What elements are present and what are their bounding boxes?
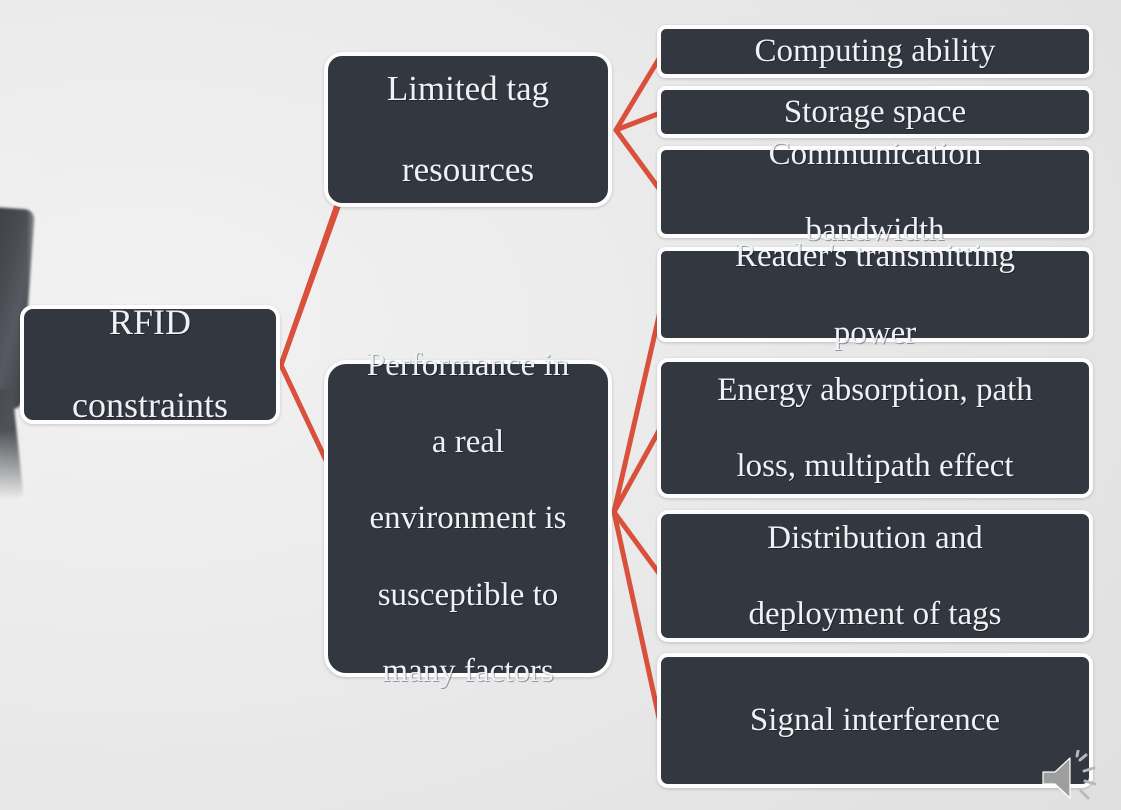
node-branch-1-line4: susceptible to xyxy=(377,576,559,613)
node-communication-bandwidth[interactable]: Communication bandwidth xyxy=(657,136,1093,248)
connector-root-up xyxy=(278,179,350,368)
leaf-0-line1: Computing ability xyxy=(754,33,996,70)
leaf-2-line1: Communication xyxy=(768,135,982,172)
leaf-4-line2: loss, multipath effect xyxy=(736,448,1014,485)
node-limited-tag-resources[interactable]: Limited tag resources xyxy=(324,52,612,207)
photo-fade-bottom xyxy=(0,430,50,500)
node-branch-1-line3: environment is xyxy=(369,500,567,537)
leaf-3-line1: Reader's transmitting xyxy=(735,238,1015,275)
node-computing-ability[interactable]: Computing ability xyxy=(657,25,1093,78)
connector-branch0-leaf2 xyxy=(613,127,663,193)
node-readers-transmitting-power[interactable]: Reader's transmitting power xyxy=(657,238,1093,351)
leaf-6-line1: Signal interference xyxy=(749,702,1001,739)
node-branch-1-line2: a real xyxy=(431,423,505,460)
photo-fade-top xyxy=(0,150,50,210)
connector-branch1-leaf4 xyxy=(611,424,664,515)
connector-branch0-leaf0 xyxy=(613,49,666,133)
leaf-5-line2: deployment of tags xyxy=(748,596,1002,633)
node-branch-0-line1: Limited tag xyxy=(386,68,550,108)
leaf-4-line1: Energy absorption, path xyxy=(717,371,1033,408)
node-energy-absorption-path-loss[interactable]: Energy absorption, path loss, multipath … xyxy=(657,358,1093,498)
node-signal-interference[interactable]: Signal interference xyxy=(657,653,1093,788)
node-branch-1-line5: many factors xyxy=(382,653,554,690)
connector-branch0-leaf1 xyxy=(613,109,666,133)
background-photo xyxy=(0,150,50,500)
speaker-icon[interactable] xyxy=(1039,750,1113,806)
connector-branch1-leaf5 xyxy=(611,509,664,579)
leaf-2-line2: bandwidth xyxy=(805,212,945,249)
connector-branch1-leaf6 xyxy=(611,509,662,721)
leaf-1-line1: Storage space xyxy=(783,93,967,130)
node-storage-space[interactable]: Storage space xyxy=(657,86,1093,138)
leaf-5-line1: Distribution and xyxy=(767,519,983,556)
node-performance-real-environment[interactable]: Performance in a real environment is sus… xyxy=(324,347,612,689)
node-root-line2: constraints xyxy=(72,385,228,426)
node-distribution-deployment-of-tags[interactable]: Distribution and deployment of tags xyxy=(657,510,1093,642)
node-rfid-constraints[interactable]: RFID constraints xyxy=(20,301,280,426)
node-branch-0-line2: resources xyxy=(401,149,535,189)
node-branch-1-line1: Performance in xyxy=(366,347,570,384)
connector-branch1-leaf3 xyxy=(611,291,667,515)
leaf-3-line2: power xyxy=(833,314,917,351)
node-root-line1: RFID xyxy=(108,301,192,342)
